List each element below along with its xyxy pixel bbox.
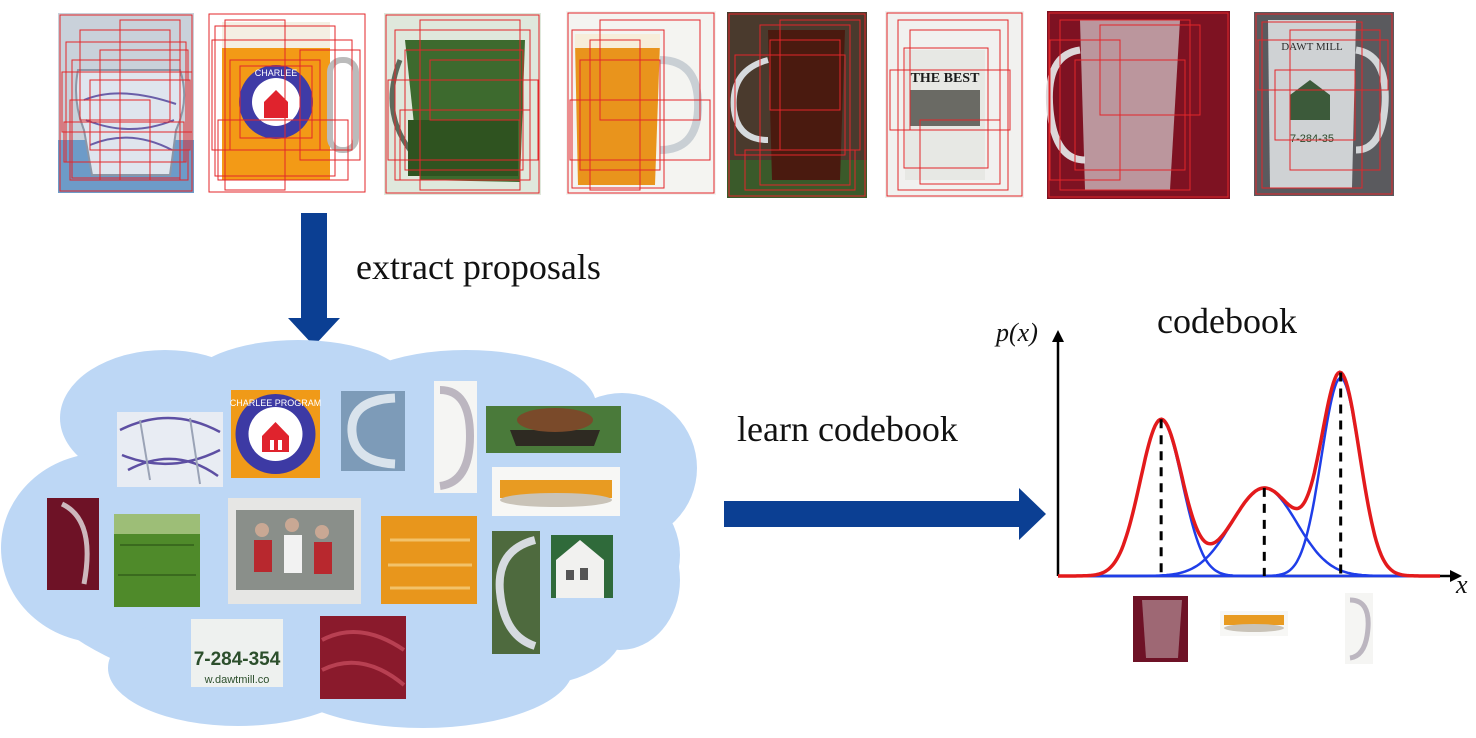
component-curve-3 [1058, 376, 1440, 578]
mug-image-4 [566, 11, 716, 195]
codeword-red-glass [1133, 596, 1188, 662]
proposal-boxes [385, 14, 540, 194]
mug-image-8: DAWT MILL 7-284-35 [1254, 12, 1394, 196]
mill-top-text: DAWT MILL [1281, 41, 1343, 53]
codebook-title: codebook [1157, 301, 1297, 341]
chart-axes [1056, 338, 1454, 578]
x-axis-arrowhead [1450, 570, 1462, 582]
patch-phone-text: 7-284-354 w.dawtmill.co [191, 619, 283, 687]
proposal-patches: CHARLEE PROGRAM [47, 381, 621, 699]
proposal-boxes [208, 13, 366, 193]
mill-number-text: 7-284-35 [1290, 133, 1334, 145]
codeword-thumbnails [1133, 593, 1373, 664]
mug-image-3 [384, 13, 541, 195]
mixture-curve [1058, 370, 1440, 578]
url-text: w.dawtmill.co [204, 674, 270, 686]
learn-arrow [724, 488, 1046, 540]
x-axis-label: x [1456, 570, 1468, 599]
mug-image-2: CHARLEE [207, 12, 367, 194]
proposal-boxes [59, 14, 193, 192]
banner-text: THE BEST [911, 71, 981, 86]
patch-dark-handle [492, 531, 540, 654]
mug-image-5 [727, 12, 867, 198]
proposal-boxes [886, 12, 1023, 197]
mug-image-1 [58, 13, 194, 193]
codebook-chart [1052, 330, 1462, 664]
input-images-row: CHARLEE [58, 11, 1394, 199]
logo-patch-text: CHARLEE PROGRAM [230, 398, 322, 408]
learn-codebook-label: learn codebook [737, 409, 958, 449]
patch-red-glass [47, 498, 99, 590]
patch-logo: CHARLEE PROGRAM [230, 390, 322, 478]
mug-image-6: THE BEST [885, 11, 1024, 198]
patch-amber-texture [381, 516, 477, 604]
y-axis-label: p(x) [996, 318, 1038, 347]
proposal-boxes [1048, 12, 1229, 198]
proposal-boxes [728, 13, 866, 197]
patch-coaster-base [486, 406, 621, 453]
mug-image-7 [1045, 11, 1230, 199]
extract-proposals-label: extract proposals [356, 247, 601, 287]
patch-tall-handle [434, 381, 477, 493]
patch-glass-swirl [117, 412, 223, 487]
logo-ring-text: CHARLEE [255, 68, 298, 78]
patch-handle [341, 391, 405, 471]
patch-red-fabric [320, 616, 406, 699]
y-axis-arrowhead [1052, 330, 1064, 342]
codeword-handle [1345, 593, 1373, 664]
codeword-amber-base [1220, 611, 1288, 636]
extract-arrow [288, 213, 340, 346]
phone-number-text: 7-284-354 [194, 649, 281, 670]
patch-team-photo [228, 498, 361, 604]
patch-green [114, 514, 200, 607]
patch-house [551, 535, 613, 598]
patch-amber-base [492, 467, 620, 516]
proposal-boxes [1255, 13, 1393, 195]
proposal-boxes [567, 12, 715, 194]
proposal-cloud: CHARLEE PROGRAM [1, 340, 697, 728]
